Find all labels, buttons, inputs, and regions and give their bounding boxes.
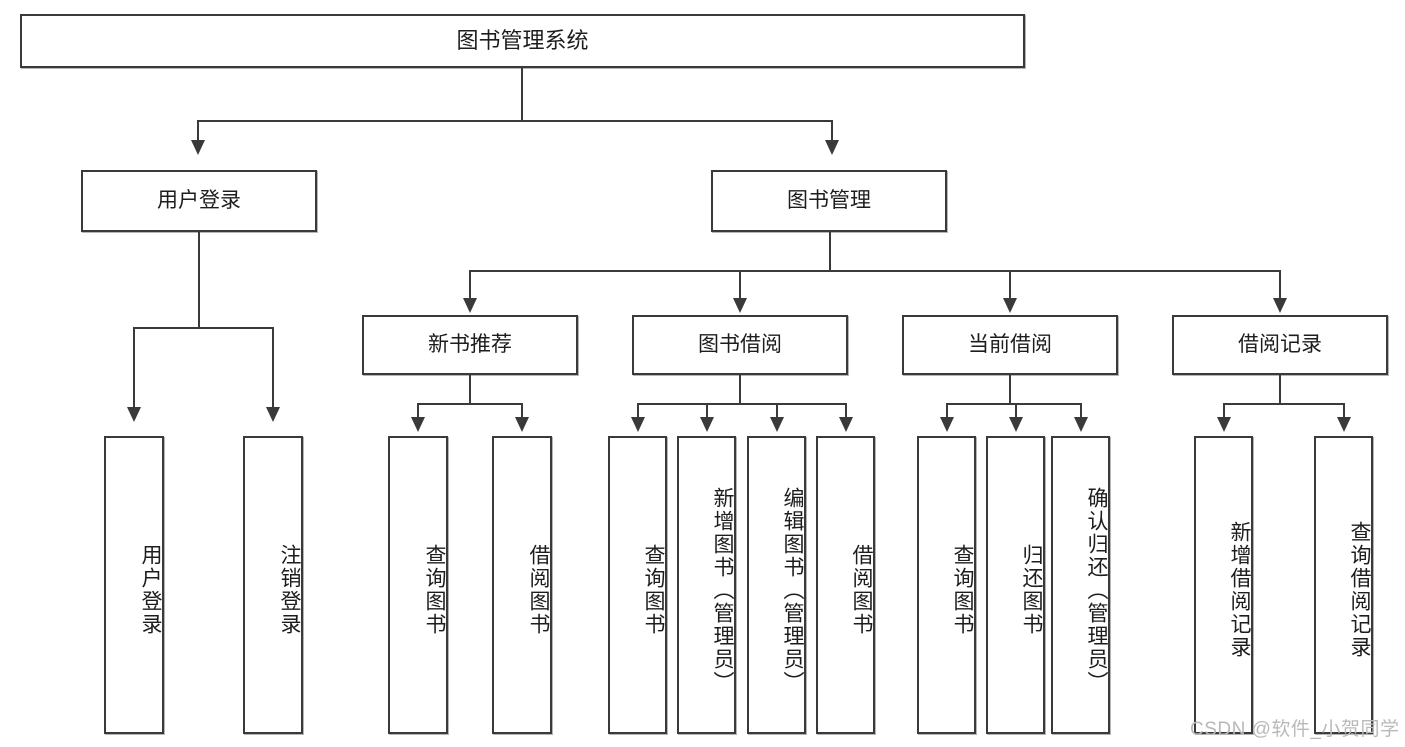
connector-drop-leaf-user-login-1 — [133, 327, 135, 409]
node-label: 查询图书 — [642, 544, 665, 636]
node-new-book-recommend[interactable]: 新书推荐 — [362, 315, 578, 375]
connector-drop-current-borrow — [1009, 270, 1011, 300]
leaf-new-book-borrow[interactable]: 借阅图书 — [492, 436, 552, 734]
connector-user-login-bus — [133, 327, 273, 329]
connector-drop-user-login — [197, 120, 199, 142]
node-label: 图书管理 — [787, 188, 871, 212]
connector-book-borrow-bus — [637, 403, 845, 405]
arrowhead-leaf-book-borrow-3 — [770, 417, 784, 432]
node-label: 新书推荐 — [428, 332, 512, 356]
node-label: 借阅记录 — [1238, 332, 1322, 356]
leaf-book-borrow-query[interactable]: 查询图书 — [608, 436, 667, 734]
arrowhead-leaf-user-login-1 — [127, 407, 141, 422]
arrowhead-leaf-book-borrow-4 — [839, 417, 853, 432]
connector-drop-leaf-new-book-2 — [521, 403, 523, 419]
arrowhead-leaf-current-borrow-1 — [940, 417, 954, 432]
leaf-new-book-query[interactable]: 查询图书 — [388, 436, 448, 734]
arrowhead-leaf-user-login-2 — [266, 407, 280, 422]
arrowhead-leaf-new-book-2 — [515, 417, 529, 432]
node-label: 新增图书（管理员） — [711, 486, 734, 694]
arrowhead-new-book — [463, 298, 477, 313]
leaf-book-borrow-edit[interactable]: 编辑图书（管理员） — [747, 436, 806, 734]
node-current-borrow[interactable]: 当前借阅 — [902, 315, 1118, 375]
connector-root-stem — [521, 68, 523, 120]
node-label: 当前借阅 — [968, 332, 1052, 356]
arrowhead-book-borrow — [733, 298, 747, 313]
node-label: 用户登录 — [139, 544, 162, 636]
node-borrow-record[interactable]: 借阅记录 — [1172, 315, 1388, 375]
leaf-borrow-record-query[interactable]: 查询借阅记录 — [1314, 436, 1373, 734]
connector-level2-bus — [197, 120, 831, 122]
arrowhead-user-login — [191, 140, 205, 155]
connector-drop-leaf-book-borrow-3 — [776, 403, 778, 419]
node-label: 归还图书 — [1020, 544, 1043, 636]
leaf-user-login-login[interactable]: 用户登录 — [104, 436, 164, 734]
arrowhead-leaf-current-borrow-2 — [1009, 417, 1023, 432]
arrowhead-leaf-book-borrow-2 — [700, 417, 714, 432]
node-book-borrow[interactable]: 图书借阅 — [632, 315, 848, 375]
arrowhead-book-management — [825, 140, 839, 155]
connector-drop-leaf-current-borrow-3 — [1080, 403, 1082, 419]
connector-current-borrow-bus — [946, 403, 1080, 405]
node-book-management[interactable]: 图书管理 — [711, 170, 947, 232]
connector-level3-bus — [469, 270, 1280, 272]
node-label: 确认归还（管理员） — [1085, 486, 1108, 694]
node-label: 图书管理系统 — [456, 28, 589, 54]
connector-drop-leaf-book-borrow-4 — [845, 403, 847, 419]
leaf-current-borrow-query[interactable]: 查询图书 — [917, 436, 976, 734]
connector-drop-book-borrow — [739, 270, 741, 300]
arrowhead-leaf-new-book-1 — [411, 417, 425, 432]
connector-drop-leaf-user-login-2 — [272, 327, 274, 409]
node-label: 注销登录 — [278, 544, 301, 636]
connector-current-borrow-stem — [1009, 375, 1011, 403]
connector-drop-borrow-record — [1279, 270, 1281, 300]
connector-drop-leaf-new-book-1 — [417, 403, 419, 419]
node-label: 查询图书 — [423, 544, 446, 636]
node-label: 编辑图书（管理员） — [781, 486, 804, 694]
connector-drop-book-management — [831, 120, 833, 142]
node-root-book-management-system[interactable]: 图书管理系统 — [20, 14, 1025, 68]
connector-drop-leaf-borrow-record-2 — [1343, 403, 1345, 419]
leaf-book-borrow-borrow[interactable]: 借阅图书 — [816, 436, 875, 734]
leaf-current-borrow-confirm-return[interactable]: 确认归还（管理员） — [1051, 436, 1110, 734]
leaf-user-login-logout[interactable]: 注销登录 — [243, 436, 303, 734]
node-label: 借阅图书 — [527, 544, 550, 636]
connector-drop-leaf-current-borrow-1 — [946, 403, 948, 419]
arrowhead-current-borrow — [1003, 298, 1017, 313]
connector-book-management-stem — [829, 232, 831, 270]
connector-borrow-record-bus — [1223, 403, 1343, 405]
connector-borrow-record-stem — [1279, 375, 1281, 403]
arrowhead-borrow-record — [1273, 298, 1287, 313]
node-label: 借阅图书 — [850, 544, 873, 636]
node-label: 查询借阅记录 — [1348, 521, 1371, 659]
connector-user-login-stem — [198, 232, 200, 327]
connector-drop-leaf-current-borrow-2 — [1015, 403, 1017, 419]
node-label: 用户登录 — [157, 188, 241, 212]
node-user-login[interactable]: 用户登录 — [81, 170, 317, 232]
node-label: 查询图书 — [951, 544, 974, 636]
arrowhead-leaf-borrow-record-2 — [1337, 417, 1351, 432]
arrowhead-leaf-book-borrow-1 — [631, 417, 645, 432]
node-label: 图书借阅 — [698, 332, 782, 356]
node-label: 新增借阅记录 — [1228, 521, 1251, 659]
arrowhead-leaf-current-borrow-3 — [1074, 417, 1088, 432]
connector-new-book-stem — [469, 375, 471, 403]
connector-drop-leaf-book-borrow-1 — [637, 403, 639, 419]
leaf-borrow-record-add[interactable]: 新增借阅记录 — [1194, 436, 1253, 734]
arrowhead-leaf-borrow-record-1 — [1217, 417, 1231, 432]
leaf-current-borrow-return[interactable]: 归还图书 — [986, 436, 1045, 734]
connector-drop-leaf-borrow-record-1 — [1223, 403, 1225, 419]
leaf-book-borrow-add[interactable]: 新增图书（管理员） — [677, 436, 736, 734]
connector-drop-leaf-book-borrow-2 — [706, 403, 708, 419]
connector-drop-new-book — [469, 270, 471, 300]
connector-book-borrow-stem — [739, 375, 741, 403]
connector-new-book-bus — [417, 403, 522, 405]
